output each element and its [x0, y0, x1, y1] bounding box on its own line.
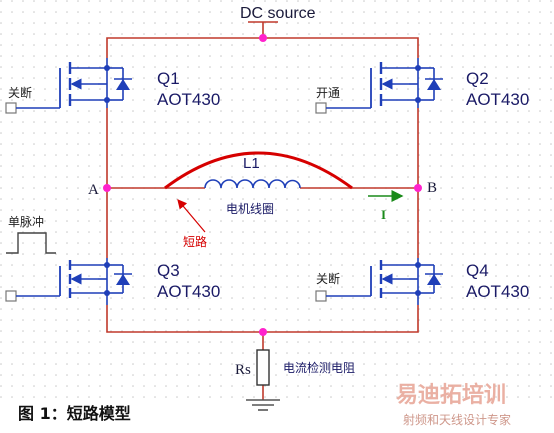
figure-caption: 图 1：短路模型 [18, 404, 131, 423]
motor-coil [204, 179, 301, 189]
mosfet-q4 [315, 258, 443, 305]
pulse-waveform [6, 232, 56, 254]
q2-state: 开通 [316, 86, 340, 100]
dc-source-label: DC source [240, 5, 316, 22]
short-pointer [177, 199, 206, 233]
short-arc [164, 151, 353, 190]
current-label: I [381, 207, 386, 222]
shunt-label: 电流检测电阻 [283, 360, 355, 375]
dot-grid [0, 0, 554, 400]
q1-name: Q1 [157, 69, 180, 88]
node-dots [103, 34, 422, 336]
q2-part: AOT430 [466, 90, 529, 109]
watermark-line1: 易迪拓培训 [396, 382, 506, 408]
q3-name: Q3 [157, 261, 180, 280]
watermark-line2: 射频和天线设计专家 [403, 412, 511, 427]
shunt-resistor [256, 349, 270, 386]
short-label: 短路 [183, 234, 207, 249]
mosfet-q1 [5, 58, 132, 114]
q4-name: Q4 [466, 261, 489, 280]
q1-state: 关断 [8, 85, 32, 100]
ground-icon [246, 399, 280, 411]
motor-name: L1 [243, 155, 260, 172]
shunt-name: Rs [235, 362, 251, 378]
q3-part: AOT430 [157, 282, 220, 301]
q2-name: Q2 [466, 69, 489, 88]
q4-state: 关断 [316, 271, 340, 286]
q1-part: AOT430 [157, 90, 220, 109]
mosfet-q2 [315, 58, 443, 114]
motor-label: 电机线圈 [226, 202, 274, 216]
node-b-label: B [427, 180, 437, 196]
node-a-label: A [88, 182, 99, 198]
q4-part: AOT430 [466, 282, 529, 301]
mosfet-q3 [5, 232, 132, 305]
q3-signal: 单脉冲 [8, 214, 44, 229]
